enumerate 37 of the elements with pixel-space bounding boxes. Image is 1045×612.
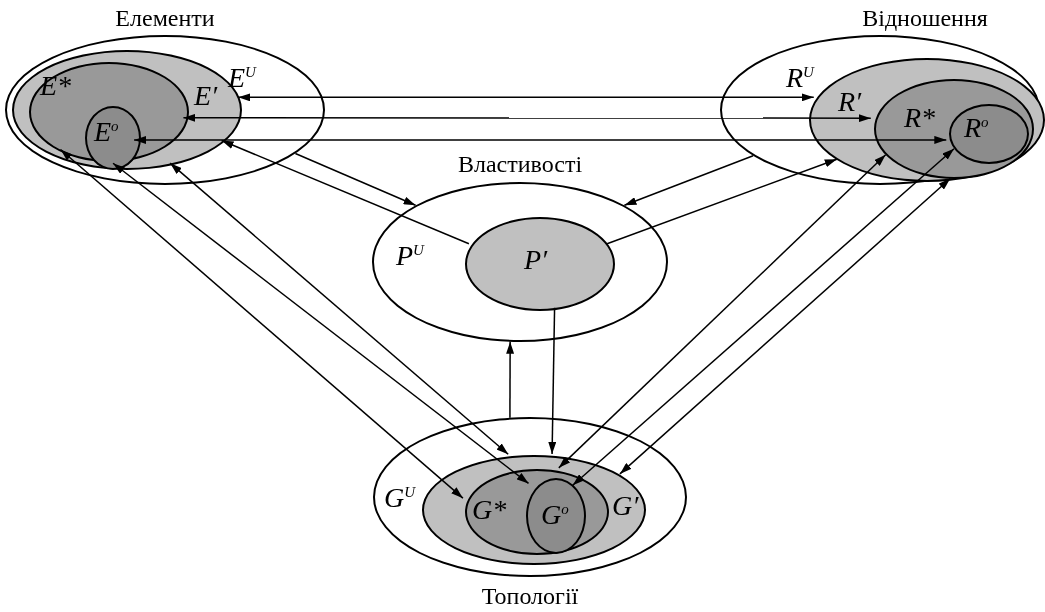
set-symbol: R$^{U}$	[786, 64, 814, 92]
set-ellipse	[85, 106, 141, 170]
set-symbol: G′	[612, 492, 639, 520]
arrow	[112, 162, 530, 485]
heading-text: Елементи	[115, 6, 215, 30]
arrow	[182, 113, 872, 123]
set-symbol: G*	[472, 496, 507, 524]
set-symbol: R$^{o}$	[964, 114, 989, 142]
set-symbol: E*	[40, 72, 72, 100]
heading-text: Топології	[481, 584, 579, 608]
arrow	[59, 148, 464, 499]
arrow	[619, 177, 951, 475]
set-symbol: P′	[524, 246, 548, 274]
arrow	[294, 152, 417, 207]
heading-text: Властивості	[457, 152, 583, 176]
set-symbol: G$^{U}$	[384, 484, 416, 512]
set-symbol: R′	[838, 88, 862, 116]
arrow	[623, 154, 754, 207]
set-symbol: E$^{U}$	[228, 64, 256, 92]
heading-text: Відношення	[862, 6, 988, 30]
arrow	[133, 135, 948, 145]
set-symbol: E′	[194, 82, 218, 110]
arrow	[237, 93, 815, 102]
set-ellipse	[526, 478, 586, 554]
set-symbol: P$^{U}$	[396, 242, 424, 270]
set-ellipse	[949, 104, 1029, 164]
arrow	[548, 307, 557, 455]
set-symbol: G$^{o}$	[541, 501, 569, 529]
set-symbol: R*	[904, 104, 936, 132]
arrow	[506, 341, 515, 419]
arrow	[572, 147, 955, 486]
arrow	[220, 139, 470, 245]
arrow	[606, 158, 838, 245]
arrow	[169, 162, 509, 455]
set-symbol: E$^{o}$	[94, 118, 119, 146]
arrow	[558, 153, 887, 469]
set-ellipse	[874, 79, 1034, 179]
